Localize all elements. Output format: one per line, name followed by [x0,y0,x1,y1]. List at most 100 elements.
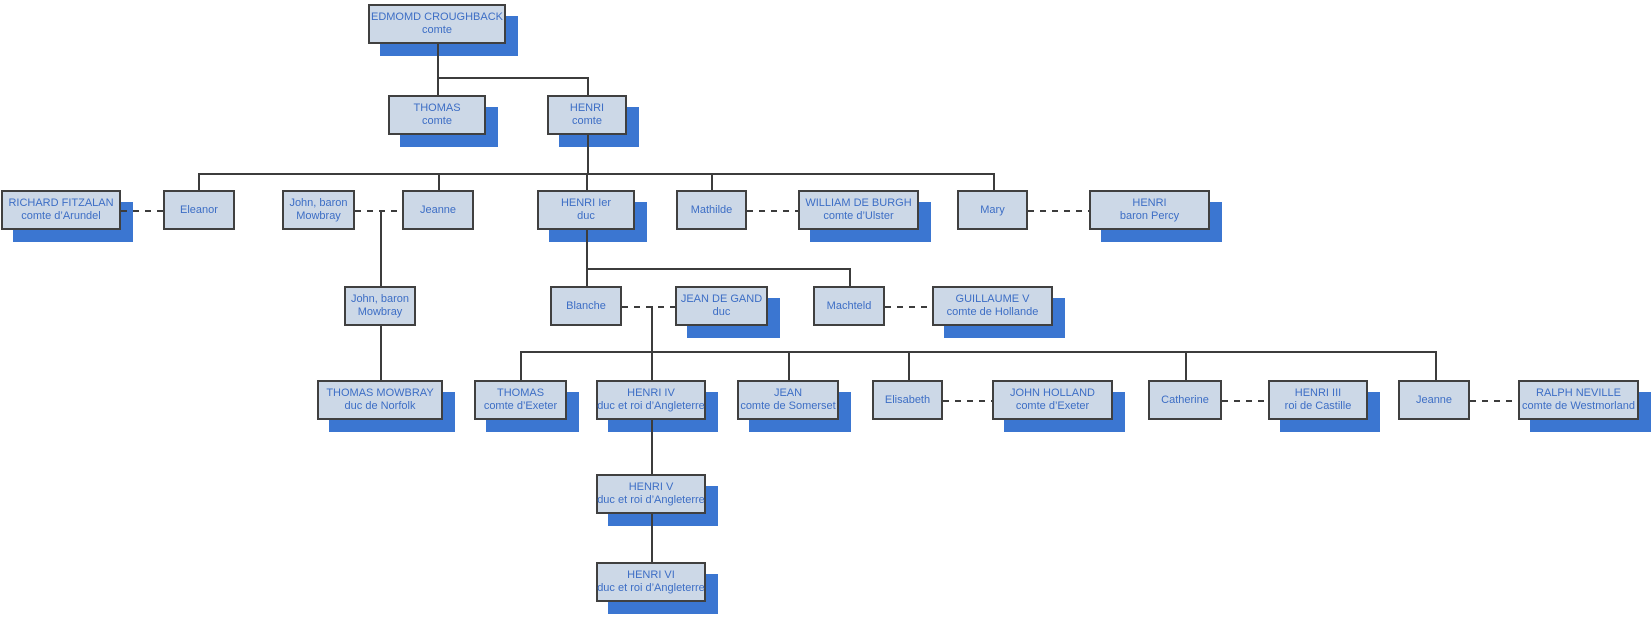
marriage-connector-line [1222,400,1268,402]
person-name: EDMOMD CROUGHBACK [370,11,503,23]
descent-connector-line [651,306,653,351]
person-name: GUILLAUME V [955,293,1030,305]
person-title: roi de Castille [1284,400,1352,412]
person-name: HENRI [1132,197,1167,209]
person-title: comte d’Ulster [823,210,894,222]
marriage-connector-line [121,210,163,212]
person-title: duc de Norfolk [344,400,416,412]
descent-connector-line [437,77,587,79]
descent-connector-line [380,210,382,286]
person-title: Mowbray [296,210,341,222]
person-title: comte de Westmorland [1522,400,1635,412]
person-name: John, baron [289,197,348,209]
person-name: HENRI [569,102,605,114]
person-title: comte de Hollande [946,306,1039,318]
person-title: comte d’Exeter [1015,400,1090,412]
descent-connector-line [198,173,200,190]
person-name: HENRI IV [627,387,675,399]
marriage-connector-line [885,306,932,308]
descent-connector-line [437,44,439,95]
person-name: Blanche [566,299,606,312]
person-name: HENRI Ier [560,197,612,209]
person-title: comte [572,115,602,127]
descent-connector-line [586,230,588,268]
descent-connector-line [587,135,589,173]
person-name: Elisabeth [884,393,931,406]
marriage-connector-line [622,306,675,308]
descent-connector-line [520,351,522,380]
marriage-connector-line [943,400,992,402]
descent-connector-line [993,173,995,190]
descent-connector-line [198,173,993,175]
person-name: HENRI V [628,481,674,493]
descent-connector-line [1435,351,1437,380]
person-name: Jeanne [419,203,457,216]
person-title: duc et roi d’Angleterre [597,400,705,412]
descent-connector-line [586,268,849,270]
person-node-eleanor: Eleanor [163,190,235,230]
descent-connector-line [380,326,382,380]
person-title: duc et roi d’Angleterre [597,494,705,506]
descent-connector-line [908,351,910,380]
person-node-jeanne-beaufort: Jeanne [1398,380,1470,420]
person-name: THOMAS MOWBRAY [326,387,434,399]
person-title: duc [712,306,731,318]
marriage-connector-line [747,210,798,212]
descent-connector-line [788,351,790,380]
person-name: Mary [980,203,1005,216]
person-name: JEAN DE GAND [680,293,763,305]
person-name: HENRI VI [627,569,675,581]
person-name: Machteld [826,299,872,312]
descent-connector-line [586,173,588,190]
person-title: comte [422,115,452,127]
person-name: RALPH NEVILLE [1536,387,1621,399]
person-name: THOMAS [496,387,545,399]
person-name: WILLIAM DE BURGH [805,197,912,209]
descent-connector-line [651,351,653,380]
person-node-mathilde: Mathilde [676,190,747,230]
marriage-connector-line [1028,210,1089,212]
person-name: HENRI III [1294,387,1342,399]
descent-connector-line [1185,351,1187,380]
person-node-blanche: Blanche [550,286,622,326]
person-title: comte d’Exeter [483,400,558,412]
person-name: JOHN HOLLAND [1010,387,1095,399]
person-title: duc [577,210,595,222]
descent-connector-line [520,351,1435,353]
person-name: Catherine [1161,393,1209,406]
person-title: Mowbray [357,306,403,318]
person-title: baron Percy [1119,210,1180,222]
person-name: RICHARD FITZALAN [8,197,114,209]
descent-connector-line [711,173,713,190]
person-node-elisabeth: Elisabeth [872,380,943,420]
descent-connector-line [849,268,851,286]
descent-connector-line [586,268,588,286]
person-title: comte de Somerset [740,400,836,412]
person-node-jeanne: Jeanne [402,190,474,230]
person-title: duc et roi d’Angleterre [597,582,705,594]
descent-connector-line [651,514,653,562]
descent-connector-line [651,420,653,474]
marriage-connector-line [355,210,402,212]
descent-connector-line [438,173,440,190]
person-name: THOMAS [413,102,461,114]
person-name: Jeanne [1415,393,1453,406]
